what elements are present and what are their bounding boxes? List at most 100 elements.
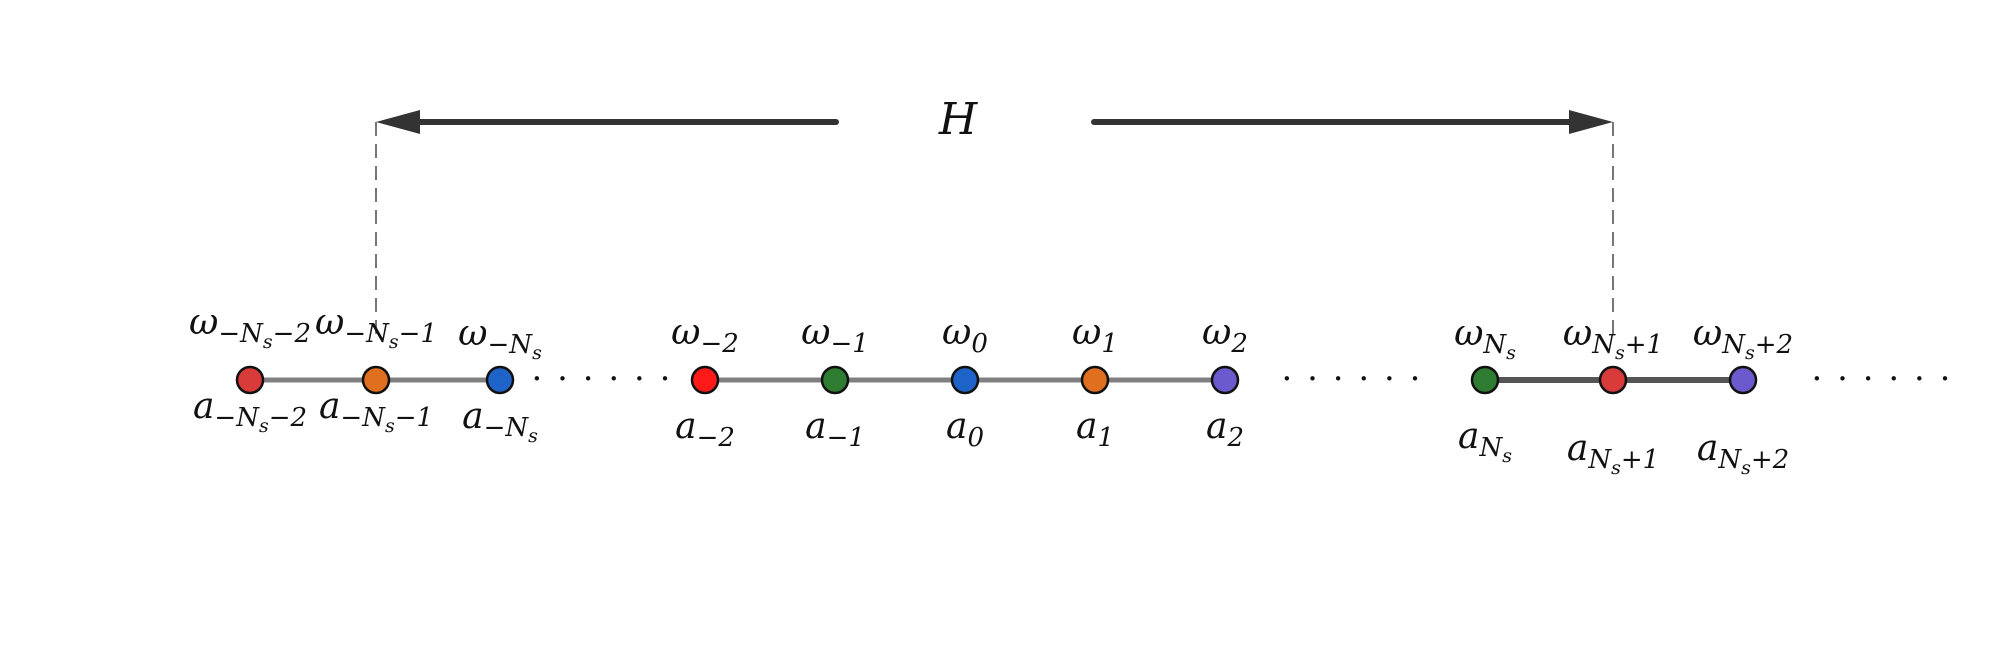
site-node [690, 365, 720, 395]
a-label: a0 [946, 406, 984, 453]
omega-label-subscript: −2 [701, 329, 739, 359]
a-label: a−1 [805, 406, 865, 453]
omega-label: ω0 [942, 312, 988, 359]
site-node [1470, 365, 1500, 395]
a-label: a−Ns−2 [193, 386, 307, 437]
chain-layer: ω−Ns−2a−Ns−2ω−Ns−1a−Ns−1ω−Nsa−Ns· · · · … [189, 302, 1953, 479]
omega-label-subscript: −N [344, 319, 390, 349]
a-label: aNs+2 [1697, 428, 1789, 479]
a-label-subscript: −1 [827, 423, 865, 453]
omega-label-subscript-tail: −1 [399, 319, 437, 349]
site-node [1728, 365, 1758, 395]
omega-label: ω−Ns−2 [189, 302, 311, 353]
a-label-base: a [1076, 406, 1097, 447]
omega-label-subscript: −1 [831, 329, 869, 359]
site-node [820, 365, 850, 395]
a-label-subsubscript: s [528, 425, 538, 447]
ellipsis-dots: · · · · · · [532, 359, 673, 399]
omega-label-base: ω [1693, 313, 1722, 354]
omega-label-base: ω [942, 312, 971, 353]
a-label-subscript: −N [484, 413, 530, 443]
omega-label: ω−Ns−1 [315, 302, 437, 353]
site-node [361, 365, 391, 395]
h-arrowhead-left [376, 110, 420, 134]
site-node [1080, 365, 1110, 395]
omega-label: ωNs+2 [1693, 313, 1793, 364]
a-label-base: a [462, 396, 483, 437]
omega-label-base: ω [1563, 313, 1592, 354]
a-label: a1 [1076, 406, 1114, 453]
a-label-base: a [946, 406, 967, 447]
omega-label: ω−2 [671, 312, 739, 359]
a-label-base: a [1567, 428, 1588, 469]
omega-label-subsubscript: s [1745, 342, 1755, 364]
omega-label-subsubscript: s [1506, 342, 1516, 364]
omega-label-subsubscript: s [389, 331, 399, 353]
a-label-subscript: 2 [1226, 423, 1244, 453]
omega-label-subscript: 0 [971, 329, 988, 359]
omega-label-base: ω [1202, 312, 1231, 353]
omega-label-base: ω [801, 312, 830, 353]
omega-label-base: ω [1072, 312, 1101, 353]
a-label-base: a [193, 386, 214, 427]
a-label-base: a [675, 406, 696, 447]
omega-label-subsubscript: s [532, 342, 542, 364]
omega-label: ωNs+1 [1563, 313, 1663, 364]
omega-label-subscript: N [1482, 330, 1507, 360]
omega-label-subscript-tail: +2 [1755, 330, 1793, 360]
omega-label-subscript: N [1591, 330, 1616, 360]
a-label-base: a [1697, 428, 1718, 469]
a-label-subsubscript: s [1741, 457, 1751, 479]
ellipsis-dots: · · · · · · [1812, 359, 1953, 399]
h-label: H [938, 94, 979, 145]
omega-label-base: ω [671, 312, 700, 353]
omega-label-subscript: −N [218, 319, 264, 349]
a-label-subsubscript: s [1611, 457, 1621, 479]
omega-label: ω1 [1072, 312, 1118, 359]
omega-label-subscript: −N [488, 330, 534, 360]
omega-label-base: ω [1454, 313, 1483, 354]
a-label-subscript: N [1478, 433, 1503, 463]
a-label-subscript: 0 [967, 423, 984, 453]
omega-label-subscript-tail: +1 [1625, 330, 1663, 360]
a-label: a−2 [675, 406, 735, 453]
omega-label: ω2 [1202, 312, 1248, 359]
omega-label-subscript: N [1721, 330, 1746, 360]
site-node [235, 365, 265, 395]
omega-label-base: ω [315, 302, 344, 343]
a-label-subsubscript: s [1502, 445, 1512, 467]
a-label: a−Ns [462, 396, 538, 447]
site-node [485, 365, 515, 395]
a-label-subscript: −2 [697, 423, 735, 453]
a-label: a2 [1206, 406, 1244, 453]
a-label-subsubscript: s [259, 415, 269, 437]
a-label-base: a [805, 406, 826, 447]
a-label-subscript: 1 [1097, 423, 1114, 453]
a-label-subscript: N [1587, 445, 1612, 475]
site-node [1210, 365, 1240, 395]
omega-label-subscript: 1 [1101, 329, 1118, 359]
site-node [1598, 365, 1628, 395]
a-label-base: a [319, 386, 340, 427]
a-label: a−Ns−1 [319, 386, 433, 437]
omega-label: ωNs [1454, 313, 1516, 364]
ellipsis-dots: · · · · · · [1282, 359, 1423, 399]
omega-label-subscript-tail: −2 [273, 319, 311, 349]
a-label-subscript: −N [214, 403, 260, 433]
omega-label-subscript: 2 [1230, 329, 1248, 359]
a-label-subsubscript: s [385, 415, 395, 437]
a-label-subscript: −N [340, 403, 386, 433]
a-label-base: a [1206, 406, 1227, 447]
omega-label-subsubscript: s [1615, 342, 1625, 364]
a-label-subscript-tail: +1 [1621, 445, 1659, 475]
site-node [950, 365, 980, 395]
a-label-subscript-tail: +2 [1751, 445, 1789, 475]
a-label: aNs+1 [1567, 428, 1659, 479]
a-label-subscript: N [1717, 445, 1742, 475]
omega-label: ω−Ns [458, 313, 542, 364]
a-label-base: a [1458, 416, 1479, 457]
omega-label-base: ω [189, 302, 218, 343]
omega-label: ω−1 [801, 312, 869, 359]
h-arrowhead-right [1569, 110, 1613, 134]
